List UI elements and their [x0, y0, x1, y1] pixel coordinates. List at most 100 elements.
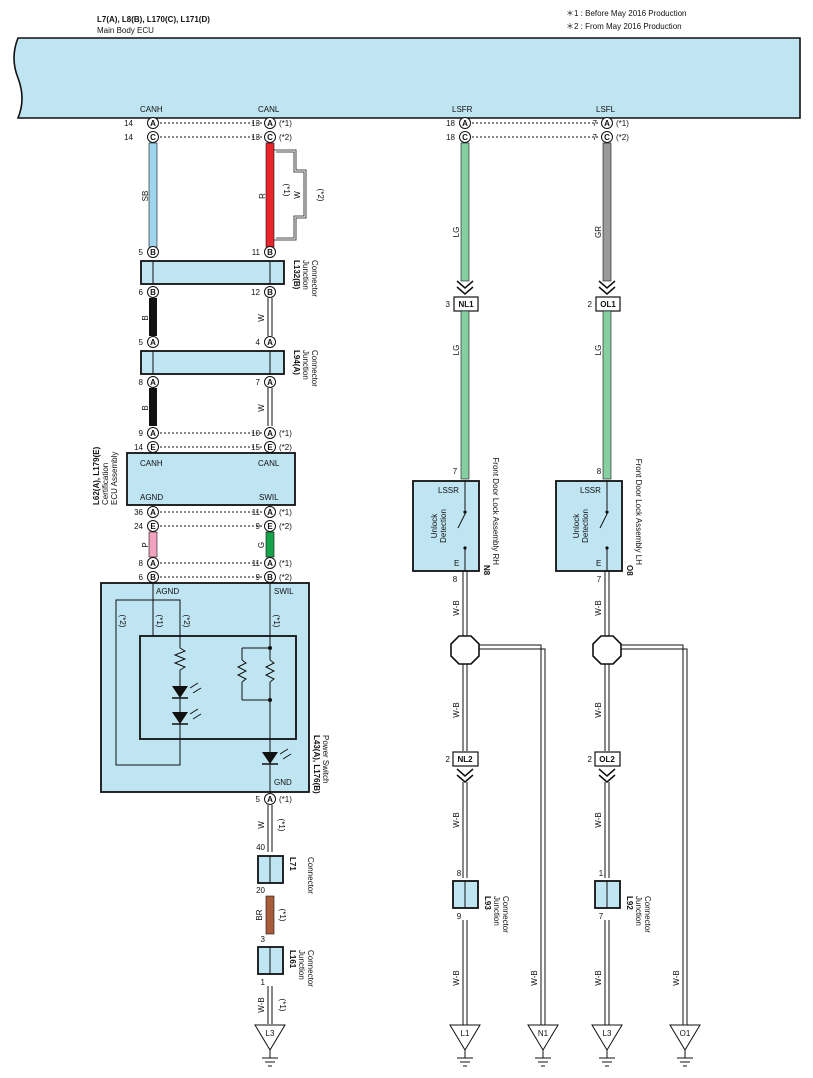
cert-swil: SWIL — [259, 493, 279, 502]
svg-text:W-B: W-B — [672, 970, 681, 985]
svg-text:Connector: Connector — [306, 857, 315, 894]
cert-ecu-top-pins: 9 A 14 E 10 A (*1) 15 E (*2) — [134, 427, 292, 453]
svg-text:Junction: Junction — [301, 260, 310, 290]
svg-text:(*1): (*1) — [279, 559, 292, 568]
svg-text:(*1): (*1) — [272, 615, 281, 628]
note-2: ＊2 : From May 2016 Production — [566, 22, 682, 31]
svg-text:10: 10 — [251, 429, 260, 438]
signal-lsfl: LSFL — [596, 105, 616, 114]
signal-canl: CANL — [258, 105, 280, 114]
svg-text:LSSR: LSSR — [438, 486, 459, 495]
main-body-ecu-block — [13, 37, 801, 119]
svg-text:E: E — [150, 443, 156, 452]
svg-text:W-B: W-B — [594, 812, 603, 827]
power-switch-code: L43(A), L176(B) — [312, 735, 321, 794]
cert-ecu-bottom-pins: 36 A 24 E 11 A (*1) 9 E (*2) — [134, 506, 292, 532]
svg-text:C: C — [267, 133, 273, 142]
svg-text:Detection: Detection — [439, 509, 448, 543]
wire-br — [265, 895, 275, 935]
wire-r — [265, 142, 275, 248]
svg-text:L71: L71 — [288, 857, 297, 871]
svg-text:Unlock: Unlock — [572, 513, 581, 538]
svg-text:7: 7 — [593, 133, 598, 142]
cert-canh: CANH — [140, 459, 163, 468]
svg-text:(*2): (*2) — [279, 573, 292, 582]
svg-text:Connector: Connector — [306, 950, 315, 987]
svg-text:9: 9 — [256, 573, 261, 582]
svg-text:W-B: W-B — [452, 970, 461, 985]
svg-text:14: 14 — [134, 443, 143, 452]
nl2-connector: 2 NL2 — [446, 751, 479, 783]
svg-text:L3: L3 — [266, 1029, 275, 1038]
l93-junction: 8 9 L93 Junction Connector — [452, 869, 510, 933]
cert-code: L62(A), L179(E) — [92, 446, 101, 505]
svg-text:Junction: Junction — [297, 950, 306, 980]
o8-name: Front Door Lock Assembly LH — [634, 459, 643, 565]
svg-text:8: 8 — [597, 467, 602, 476]
svg-text:Unlock: Unlock — [430, 513, 439, 538]
svg-text:W: W — [257, 314, 266, 322]
svg-text:(*2): (*2) — [316, 189, 325, 202]
svg-text:14: 14 — [124, 133, 133, 142]
svg-text:5: 5 — [139, 248, 144, 257]
wire-b-2 — [149, 388, 157, 426]
svg-text:7: 7 — [453, 467, 458, 476]
svg-text:24: 24 — [134, 522, 143, 531]
svg-text:Junction: Junction — [492, 896, 501, 926]
svg-text:(*1): (*1) — [277, 819, 286, 832]
lsfr-ecu-pins: 18 A 18 C — [446, 117, 471, 143]
svg-text:LG: LG — [452, 227, 461, 238]
svg-text:C: C — [462, 133, 468, 142]
ground-n1: N1 — [527, 1024, 559, 1067]
wire-lg-rh-1 — [460, 142, 470, 282]
svg-text:Junction: Junction — [634, 896, 643, 926]
svg-text:Certification: Certification — [101, 463, 110, 505]
wire-w-bypass — [274, 149, 307, 241]
svg-text:A: A — [267, 559, 273, 568]
svg-text:A: A — [150, 429, 156, 438]
canh-ecu-pins: 14 A 14 C — [124, 117, 159, 143]
splice-rh — [450, 635, 480, 665]
svg-text:E: E — [454, 559, 459, 568]
svg-text:(*1): (*1) — [282, 184, 291, 197]
svg-text:A: A — [150, 508, 156, 517]
svg-text:8: 8 — [457, 869, 462, 878]
svg-text:B: B — [150, 573, 156, 582]
svg-text:L92: L92 — [625, 896, 634, 910]
svg-text:L93: L93 — [483, 896, 492, 910]
svg-text:L1: L1 — [461, 1029, 470, 1038]
svg-text:A: A — [267, 119, 273, 128]
svg-text:A: A — [150, 119, 156, 128]
svg-text:(*2): (*2) — [279, 133, 292, 142]
svg-text:Connector: Connector — [643, 896, 652, 933]
svg-text:E: E — [267, 522, 273, 531]
svg-text:W-B: W-B — [257, 997, 266, 1012]
svg-text:A: A — [604, 119, 610, 128]
wire-b-1 — [149, 298, 157, 336]
svg-text:B: B — [267, 248, 273, 257]
svg-text:9: 9 — [139, 429, 144, 438]
svg-text:9: 9 — [457, 912, 462, 921]
svg-text:GND: GND — [274, 778, 292, 787]
svg-text:36: 36 — [134, 508, 143, 517]
svg-text:6: 6 — [139, 573, 144, 582]
svg-text:6: 6 — [139, 288, 144, 297]
o8-code: O8 — [625, 565, 634, 576]
wire-g — [265, 531, 275, 558]
svg-text:LG: LG — [452, 345, 461, 356]
svg-text:9: 9 — [256, 522, 261, 531]
svg-text:3: 3 — [261, 935, 266, 944]
splice-lh — [592, 635, 622, 665]
svg-text:ECU Assembly: ECU Assembly — [110, 452, 119, 505]
svg-text:E: E — [267, 443, 273, 452]
svg-text:B: B — [141, 315, 150, 320]
svg-text:W: W — [257, 404, 266, 412]
svg-text:L3: L3 — [603, 1029, 612, 1038]
n8-code: N8 — [482, 565, 491, 576]
wire-gr — [602, 142, 612, 282]
svg-text:GR: GR — [594, 226, 603, 238]
svg-text:8: 8 — [139, 559, 144, 568]
svg-text:(*2): (*2) — [182, 615, 191, 628]
svg-text:W-B: W-B — [452, 600, 461, 615]
